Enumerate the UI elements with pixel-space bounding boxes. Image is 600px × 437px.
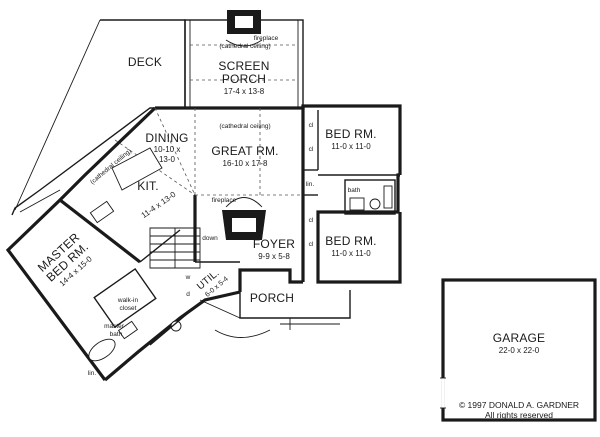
bed-room-1-label: BED RM.: [325, 127, 376, 141]
bed-room-1-dims: 11-0 x 11-0: [331, 142, 371, 151]
main-house-walls: [5, 104, 402, 382]
master-bath-label-2: bath: [110, 331, 123, 338]
bed-room-2-dims: 11-0 x 11-0: [331, 249, 371, 258]
dryer-label: d: [186, 291, 190, 298]
kitchen-fixtures: [89, 147, 201, 269]
foyer-label: FOYER: [253, 237, 295, 251]
screen-porch-label-1: SCREEN: [218, 59, 269, 73]
closet-label-4: cl: [309, 241, 314, 248]
screen-porch-fireplace-label: fireplace: [254, 35, 279, 42]
screen-porch-dims: 17-4 x 13-8: [224, 87, 265, 96]
kitchen-dims-group: 11-4 x 13-0: [140, 190, 178, 221]
stairs: [149, 227, 201, 269]
great-room-ceiling-note: (cathedral ceiling): [219, 123, 270, 130]
kitchen-dims: 11-4 x 13-0: [140, 190, 178, 221]
kitchen-label: KIT.: [137, 179, 158, 193]
screen-porch-label-2: PORCH: [222, 72, 266, 86]
great-room-fireplace-icon: [222, 197, 266, 240]
deck-label: DECK: [128, 55, 162, 69]
deck-area: [11, 19, 186, 216]
stairs-down-label: down: [202, 235, 218, 242]
washer-label: w: [185, 274, 191, 281]
foyer-dims: 9-9 x 5-8: [258, 252, 290, 261]
linen-label: lin.: [306, 181, 315, 188]
great-room-label: GREAT RM.: [211, 144, 278, 158]
walk-in-closet-label-1: walk-in: [117, 297, 139, 304]
bed-room-2-label: BED RM.: [325, 234, 376, 248]
dining-dims-1: 10-10 x: [154, 145, 181, 154]
front-porch: [199, 290, 351, 338]
copyright-line-2: All rights reserved: [485, 410, 553, 420]
garage-dims: 22-0 x 22-0: [499, 346, 540, 355]
master-suite-fixtures: [88, 267, 201, 362]
copyright-line-1: © 1997 DONALD A. GARDNER: [459, 400, 579, 410]
closet-label-2: cl: [309, 146, 314, 153]
porch-label: PORCH: [250, 291, 294, 305]
screen-porch-fireplace-icon: [225, 10, 263, 47]
dining-label: DINING: [145, 131, 188, 145]
closet-label-1: cl: [309, 122, 314, 129]
hall-bath-label: bath: [348, 187, 361, 194]
great-room-dims: 16-10 x 17-8: [223, 159, 268, 168]
great-room-fireplace-label: fireplace: [212, 197, 237, 204]
garage: [440, 278, 597, 422]
dining-dims-2: 13-0: [159, 155, 176, 164]
bedroom-closets: [303, 110, 319, 262]
walk-in-closet-label-2: closet: [120, 305, 137, 312]
master-bed-room-text-group: MASTER BED RM. 14-4 x 15-0: [35, 230, 94, 288]
master-linen-label: lin.: [88, 370, 97, 377]
garage-label: GARAGE: [493, 331, 546, 345]
master-bath-label-1: master: [104, 323, 125, 330]
hall-bath: [344, 179, 396, 215]
closet-label-3: cl: [309, 217, 314, 224]
screen-porch-ceiling-note: (cathedral ceiling): [219, 43, 270, 50]
